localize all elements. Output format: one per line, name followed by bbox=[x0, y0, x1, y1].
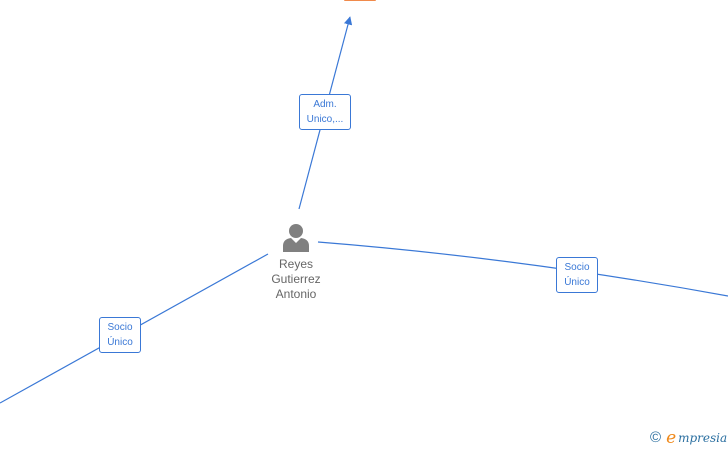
person-node[interactable]: Reyes Gutierrez Antonio bbox=[258, 222, 334, 302]
edge-socio-unico-right bbox=[317, 241, 728, 297]
edge-label-socio-unico-left[interactable]: Socio Único bbox=[99, 317, 141, 353]
company-node-top[interactable] bbox=[344, 0, 376, 1]
edge-label-line: Socio bbox=[564, 262, 590, 273]
person-name-line: Gutierrez bbox=[271, 272, 321, 286]
edge-label-socio-unico-right[interactable]: Socio Único bbox=[556, 257, 598, 293]
edge-label-line: Socio bbox=[107, 322, 133, 333]
edge-label-line: Adm. bbox=[313, 99, 337, 110]
edge-label-line: Único bbox=[564, 277, 590, 288]
person-name-line: Reyes bbox=[278, 257, 313, 271]
brand-logo: © e mpresia bbox=[650, 428, 727, 448]
person-name-line: Antonio bbox=[275, 287, 317, 301]
edge-label-adm-unico[interactable]: Adm. Unico,... bbox=[299, 94, 351, 130]
brand-name: mpresia bbox=[678, 431, 728, 445]
brand-initial: e bbox=[666, 428, 677, 448]
edge-label-line: Único bbox=[107, 337, 133, 348]
person-name: Reyes Gutierrez Antonio bbox=[258, 257, 334, 302]
edge-label-line: Unico,... bbox=[306, 114, 344, 125]
copyright-symbol: © bbox=[650, 429, 662, 446]
person-icon bbox=[283, 224, 309, 252]
